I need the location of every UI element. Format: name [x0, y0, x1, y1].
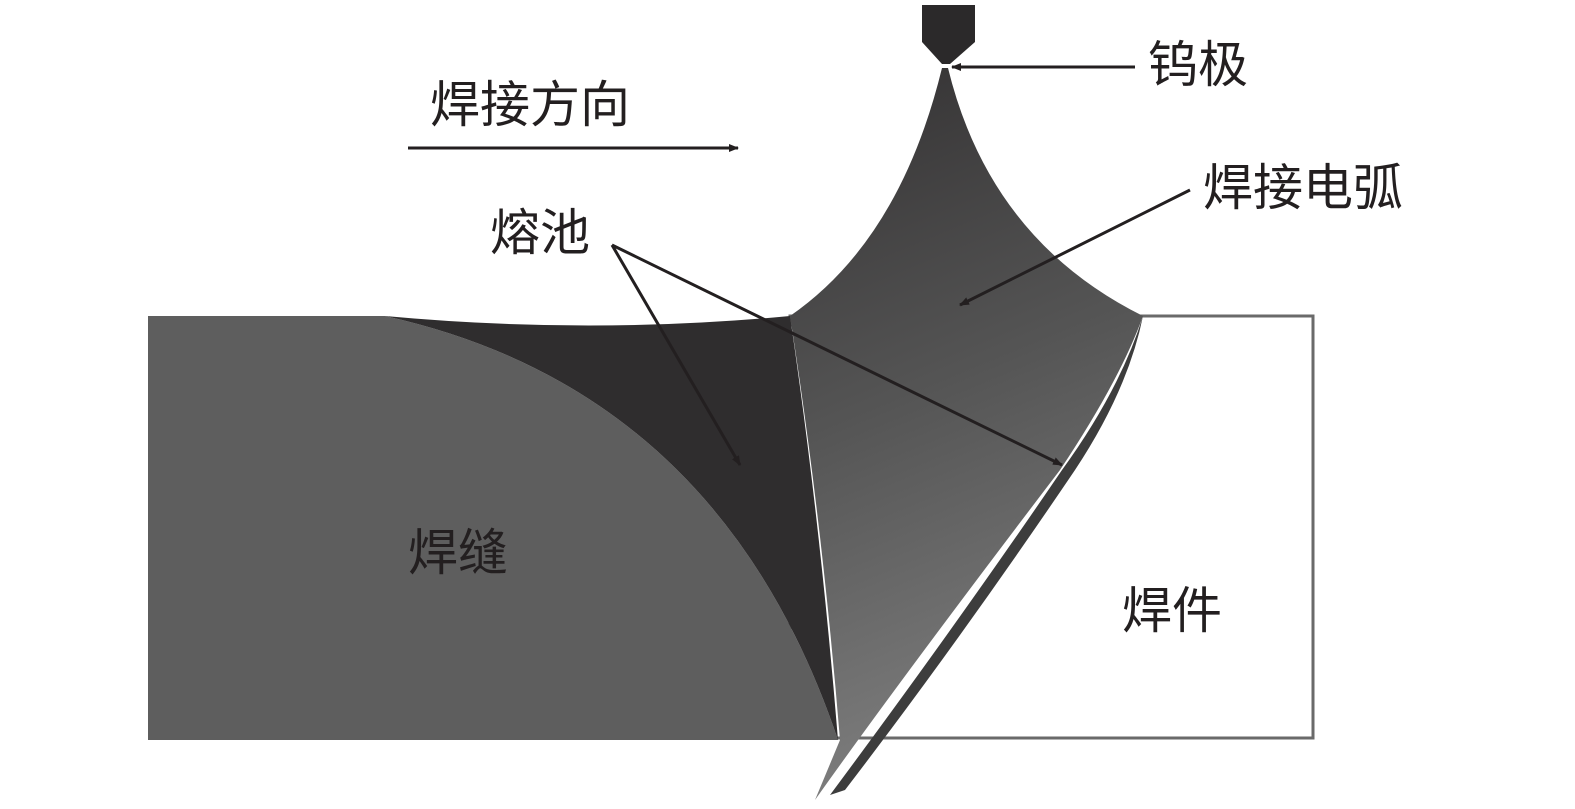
tungsten-electrode-label: 钨极: [1148, 36, 1248, 94]
welding-direction-label: 焊接方向: [430, 76, 630, 134]
tungsten-electrode: [922, 5, 975, 64]
workpiece-label: 焊件: [1122, 582, 1222, 640]
molten-pool-region: [385, 316, 838, 740]
weld-seam-region: [148, 316, 838, 740]
pool-pointer-arrow-right: [611, 243, 1063, 467]
weld-seam-label: 焊缝: [408, 524, 508, 582]
welding-arc-label: 焊接电弧: [1203, 159, 1403, 217]
pool-pointer-arrow-left: [610, 244, 742, 466]
welding-arc-region: [790, 68, 1143, 800]
molten-pool-label: 熔池: [490, 204, 590, 262]
arc-pointer-arrow: [959, 188, 1191, 307]
